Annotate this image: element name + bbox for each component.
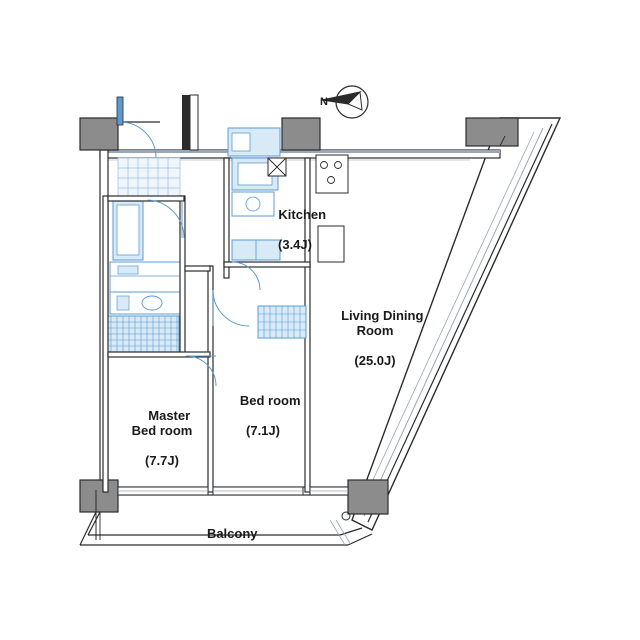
interior-walls: [102, 157, 311, 493]
room-area-kitchen: (3.4J): [278, 237, 312, 252]
room-name-master-bedroom: Master Bed room: [131, 408, 193, 438]
windows: [117, 135, 506, 496]
kitchen-fixtures: [227, 127, 349, 263]
entry-hall-tiles: [117, 157, 181, 199]
bathroom-fixtures: [106, 199, 183, 353]
doors: [147, 199, 261, 387]
room-label-master-bedroom: Master Bed room (7.7J): [102, 393, 222, 498]
building-outline: [100, 120, 560, 530]
top-exterior-wall: [99, 149, 501, 159]
structural-columns: [79, 117, 519, 515]
compass-icon: [321, 85, 369, 119]
room-label-balcony: Balcony: [165, 511, 285, 556]
compass-north-label: N: [320, 96, 328, 108]
room-label-living-dining: Living Dining Room (25.0J): [300, 293, 450, 398]
balcony-deck: [79, 511, 373, 546]
room-label-kitchen: Kitchen (3.4J): [240, 192, 350, 282]
room-name-bedroom: Bed room: [239, 393, 301, 408]
room-area-bedroom: (7.1J): [246, 423, 280, 438]
room-area-master-bedroom: (7.7J): [145, 453, 179, 468]
entrance-area: [116, 94, 199, 159]
room-name-balcony: Balcony: [206, 526, 258, 541]
exterior-diagonal-wall: [351, 117, 562, 531]
misc-markers: [95, 490, 351, 540]
room-area-living-dining: (25.0J): [354, 353, 396, 368]
room-label-bedroom: Bed room (7.1J): [198, 378, 328, 468]
room-name-kitchen: Kitchen: [278, 207, 327, 222]
room-name-living-dining: Living Dining Room: [341, 308, 424, 338]
